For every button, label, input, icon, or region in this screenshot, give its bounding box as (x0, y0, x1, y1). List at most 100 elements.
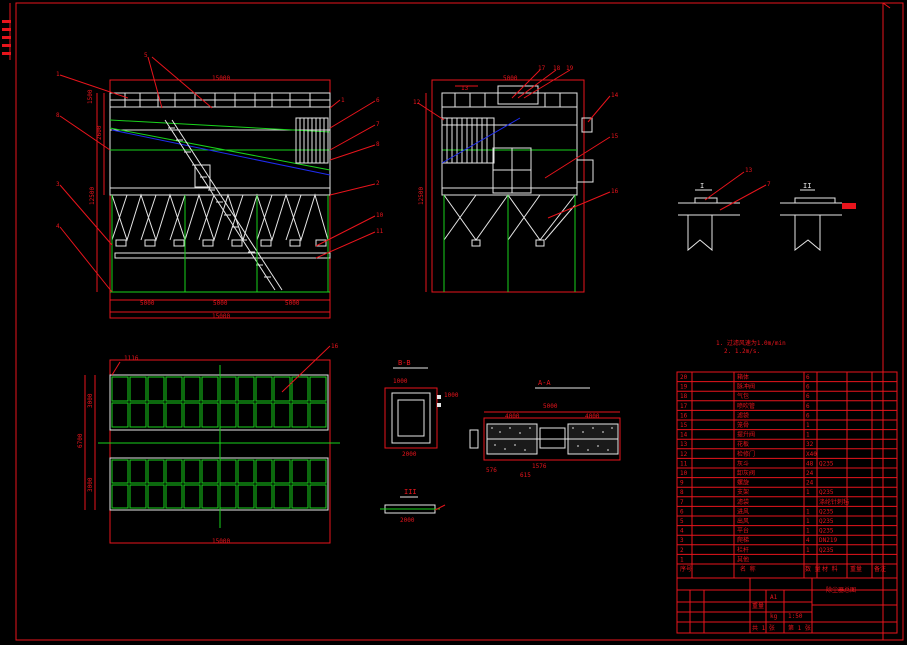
callout-16-plan: 16 (331, 343, 339, 350)
table-header-qty: 数 量 (805, 565, 821, 573)
table-cell-name: 箱体 (737, 373, 749, 381)
plan-dim-bottom: 15000 (212, 538, 230, 545)
table-cell-name: 卸灰阀 (737, 469, 755, 477)
table-cell-no: 5 (680, 518, 684, 525)
title-weight: kg (770, 613, 778, 620)
plan-dim-top-left: 1116 (124, 355, 139, 362)
table-cell-name: 提升阀 (737, 431, 755, 439)
callout-1: 1 (56, 71, 60, 78)
table-cell-no: 6 (680, 508, 684, 515)
plan-dim-left-c: 6700 (77, 433, 84, 448)
table-cell-mat: Q235 (819, 547, 834, 554)
section-a-dim-top-right: 4000 (585, 413, 600, 420)
callout-15: 15 (611, 133, 619, 140)
table-cell-no: 16 (680, 412, 688, 419)
front-view: 5000 5000 5000 15000 15000 1500 2600 125… (56, 52, 384, 320)
table-cell-qty: 32 (806, 441, 814, 448)
table-cell-no: 15 (680, 422, 688, 429)
table-cell-name: 喷吹管 (737, 402, 755, 410)
title-block: 除尘器总图 A1 重量 kg 1:50 共 1 张 第 1 张 (676, 577, 898, 634)
table-header-mat: 材 料 (822, 565, 838, 573)
table-cell-name: 滤袋 (737, 411, 749, 419)
plan-view: 3000 3000 6700 15000 1116 16 (77, 343, 340, 545)
section-a-dim-top: 5000 (543, 403, 558, 410)
table-cell-qty: 1 (806, 528, 810, 535)
callout-13: 13 (461, 85, 469, 92)
table-cell-mat: Q235 (819, 518, 834, 525)
detail-small-title: III (404, 488, 417, 496)
front-dim-left-c: 12500 (89, 187, 96, 205)
section-a-dim-bottom-a: 576 (486, 467, 497, 474)
callout-2: 2 (376, 180, 380, 187)
note-line-2: 2. 1.2m/s. (724, 348, 760, 355)
table-header-name: 名 称 (740, 565, 756, 573)
table-cell-no: 8 (680, 489, 684, 496)
callout-6: 6 (376, 97, 380, 104)
table-cell-name: 出风 (737, 517, 749, 525)
title-sheet-no: 第 1 张 (788, 624, 811, 632)
table-cell-mat: 涤纶针刺毡 (819, 498, 849, 506)
table-cell-name: 螺旋 (737, 479, 749, 487)
side-view: 12500 5000 12 13 17 18 19 14 15 16 (413, 65, 619, 293)
front-dim-span-2: 5000 (213, 300, 228, 307)
section-a-dim-top-left: 4000 (505, 413, 520, 420)
title-weight-label: 重量 (752, 602, 764, 610)
table-cell-name: 爬梯 (737, 536, 749, 544)
callout-16: 16 (611, 188, 619, 195)
table-cell-name: 进风 (737, 507, 749, 515)
table-cell-qty: 6 (806, 412, 810, 419)
section-a-dim-bottom-c: 1576 (532, 463, 547, 470)
table-cell-no: 18 (680, 393, 688, 400)
plan-dim-left-b: 3000 (87, 477, 94, 492)
table-cell-no: 3 (680, 537, 684, 544)
left-edge-ticks (2, 3, 11, 60)
table-cell-no: 10 (680, 470, 688, 477)
table-cell-name: 支架 (737, 488, 749, 496)
detail-small-dim-bottom: 2000 (400, 517, 415, 524)
detail-small: III 2000 (380, 488, 446, 524)
callout-10: 10 (376, 212, 384, 219)
plan-dim-left-a: 3000 (87, 393, 94, 408)
title-project: 除尘器总图 (826, 586, 856, 594)
front-dim-span-1: 5000 (140, 300, 155, 307)
callout-4: 4 (56, 223, 60, 230)
front-dim-left-b: 2600 (96, 125, 103, 140)
table-cell-qty: 24 (806, 480, 814, 487)
table-cell-no: 12 (680, 451, 688, 458)
section-b-dim-top: 1000 (393, 378, 408, 385)
table-header-weight: 重量 (850, 565, 862, 573)
table-cell-no: 9 (680, 480, 684, 487)
table-header-note: 备注 (874, 565, 886, 573)
table-cell-qty: X40 (806, 451, 817, 458)
table-cell-qty: 1 (806, 547, 810, 554)
callout-11: 11 (376, 228, 384, 235)
drawing-border (15, 2, 904, 641)
table-cell-mat: Q235 (819, 489, 834, 496)
table-header-no: 序号 (680, 565, 692, 573)
table-cell-qty: 6 (806, 393, 810, 400)
section-b-dim-right: 1000 (444, 392, 459, 399)
callout-8b: 8 (376, 141, 380, 148)
table-cell-no: 14 (680, 432, 688, 439)
front-dim-overall: 15000 (212, 313, 230, 320)
table-cell-no: 2 (680, 547, 684, 554)
table-cell-qty: 4 (806, 537, 810, 544)
callout-7: 7 (376, 121, 380, 128)
section-b-b: B-B 1000 2000 1000 (384, 359, 459, 458)
table-cell-name: 灰斗 (737, 459, 749, 467)
table-cell-no: 13 (680, 441, 688, 448)
title-size: A1 (770, 594, 778, 601)
table-cell-no: 1 (680, 556, 684, 563)
table-cell-qty: 1 (806, 422, 810, 429)
side-dim-left: 12500 (418, 187, 425, 205)
table-cell-mat: Q235 (819, 460, 834, 467)
callout-8: 8 (56, 112, 60, 119)
front-dim-left-a: 1500 (87, 89, 94, 104)
callout-18: 18 (553, 65, 561, 72)
section-a-a: A-A 5000 4000 4000 576 615 1576 (469, 379, 621, 479)
table-cell-name: 滤袋 (737, 498, 749, 506)
callout-14: 14 (611, 92, 619, 99)
table-cell-qty: 1 (806, 518, 810, 525)
